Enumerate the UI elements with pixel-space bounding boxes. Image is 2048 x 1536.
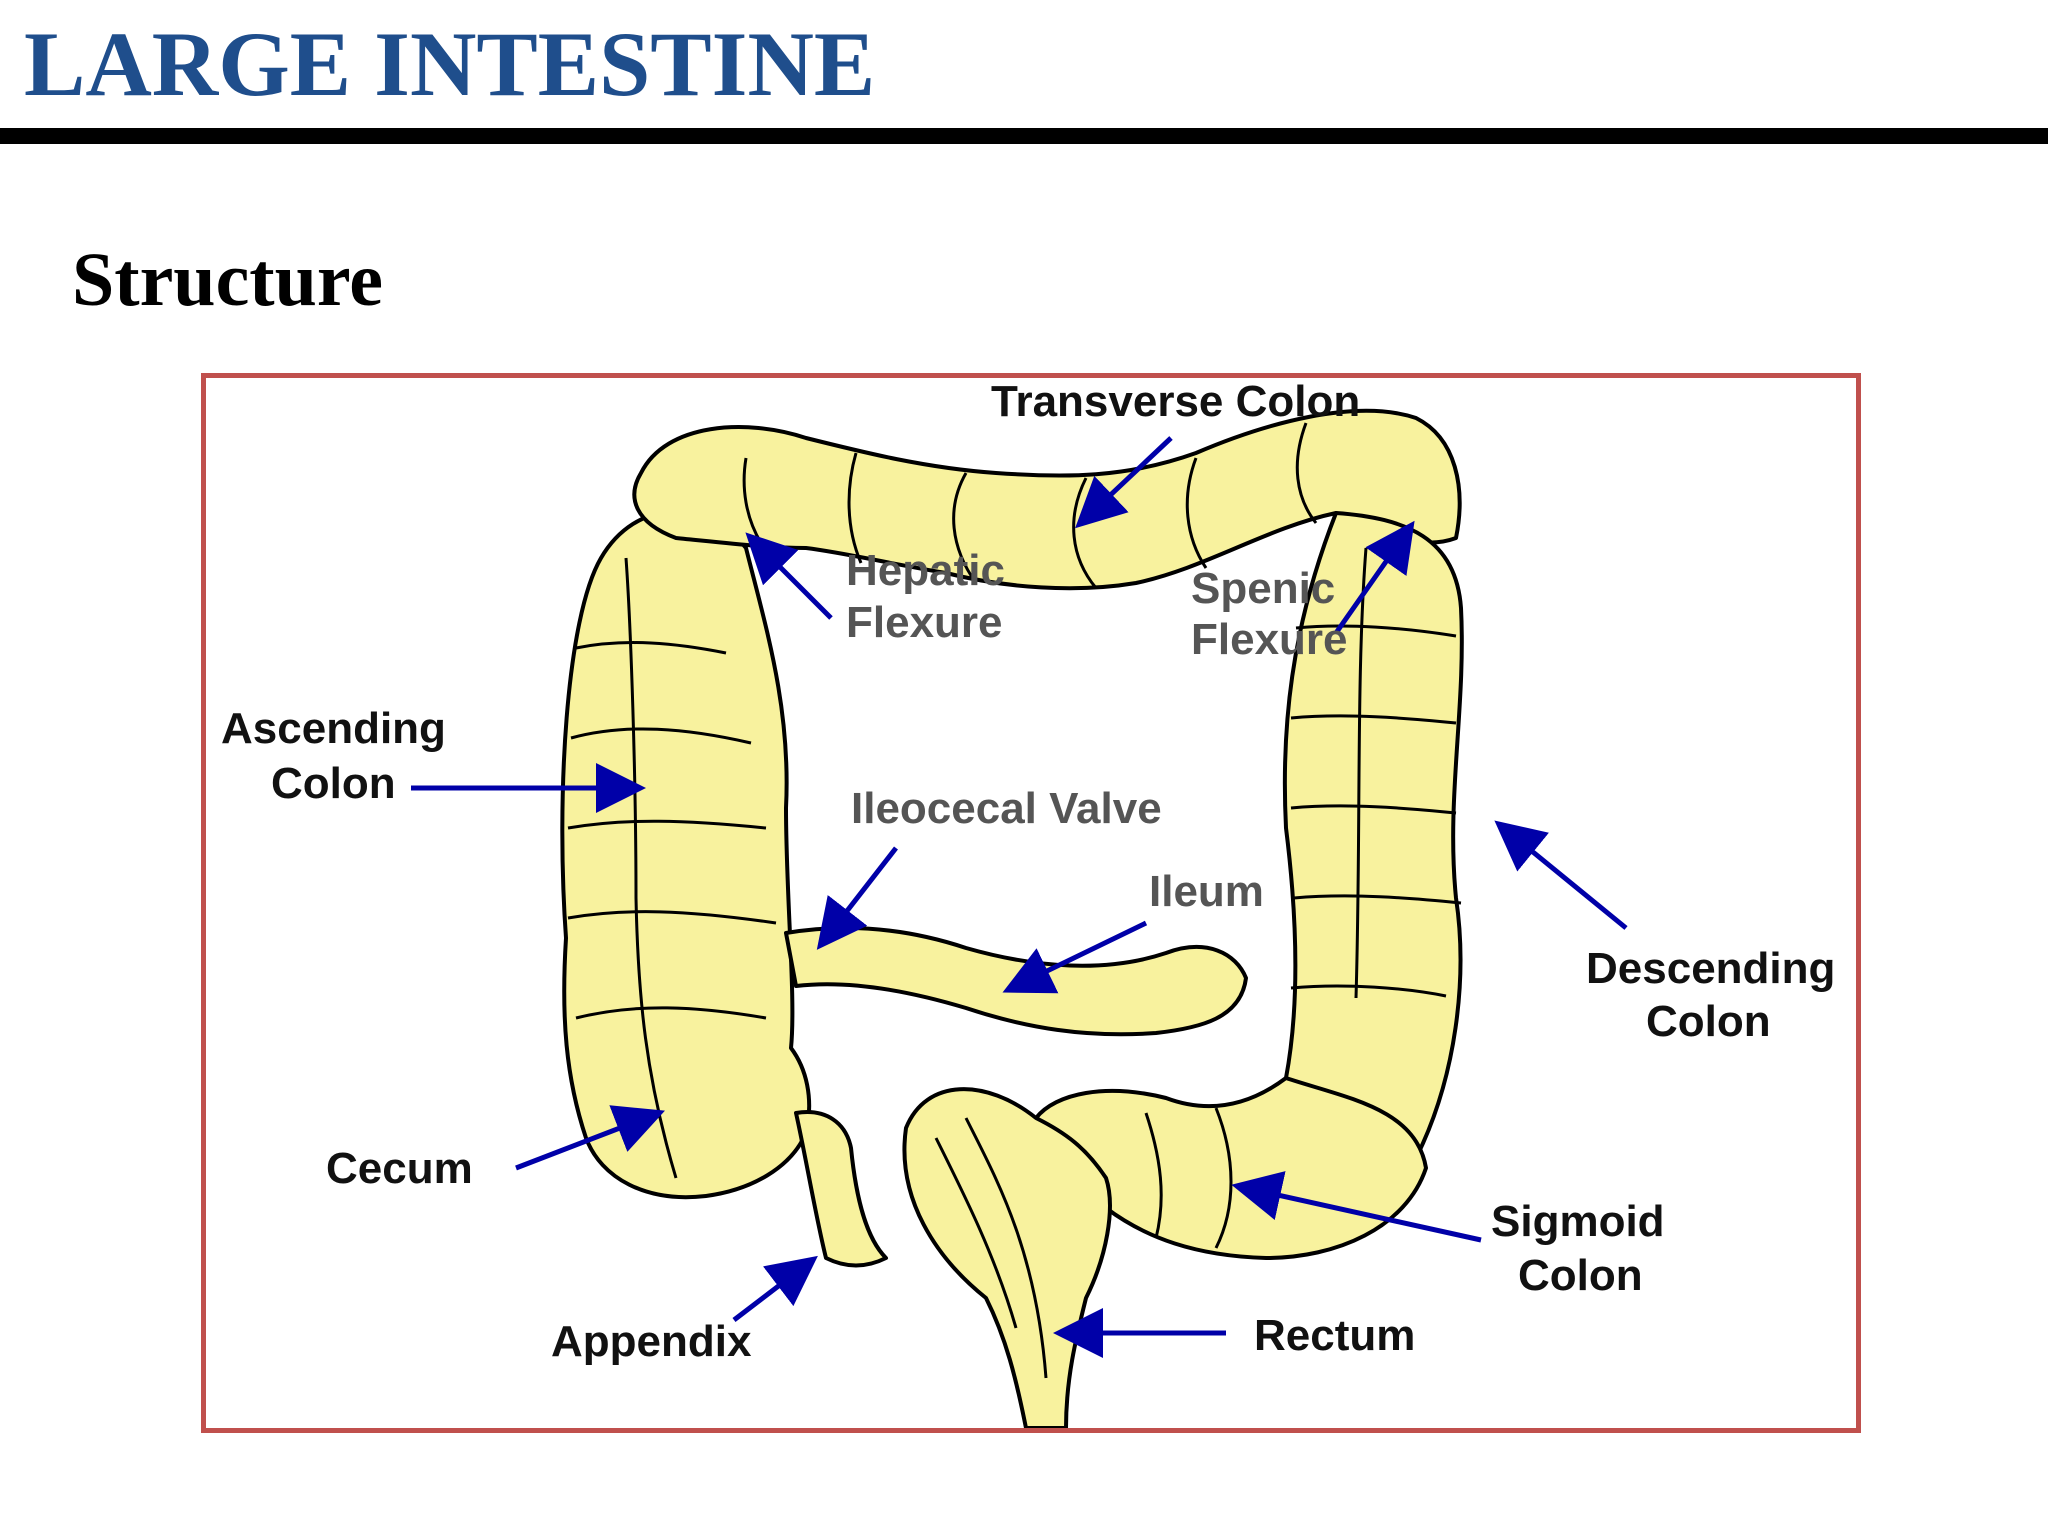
label-descending-colon-line1: Descending <box>1586 944 1835 993</box>
hepatic-flexure-arrow <box>745 532 833 620</box>
label-ascending-colon-line1: Ascending <box>221 704 446 753</box>
ascending-colon-shape <box>560 509 812 1200</box>
label-cecum: Cecum <box>326 1144 473 1193</box>
title-divider <box>0 128 2048 144</box>
label-ileocecal-valve: Ileocecal Valve <box>851 784 1162 833</box>
label-transverse-colon: Transverse Colon <box>991 378 1360 426</box>
slide-title: LARGE INTESTINE <box>24 13 876 115</box>
transverse-colon-shape <box>632 408 1462 591</box>
descending-colon-arrow <box>1494 820 1628 930</box>
transverse-colon-arrow <box>1075 436 1173 529</box>
cecum-arrow <box>515 1105 665 1171</box>
section-subtitle: Structure <box>72 238 383 322</box>
sigmoid-colon-arrow <box>1231 1171 1482 1243</box>
label-descending-colon-line2: Colon <box>1646 997 1771 1046</box>
diagram-frame: Transverse Colon Hepatic Flexure Spenic … <box>201 373 1861 1433</box>
label-ascending-colon-line2: Colon <box>271 759 396 808</box>
appendix-shape <box>794 1110 888 1268</box>
label-splenic-flexure-line2: Flexure <box>1191 615 1348 664</box>
label-hepatic-flexure-line1: Hepatic <box>846 546 1005 595</box>
label-sigmoid-colon-line2: Colon <box>1518 1251 1643 1300</box>
label-rectum: Rectum <box>1254 1311 1415 1360</box>
label-sigmoid-colon-line1: Sigmoid <box>1491 1197 1665 1246</box>
haustra-markings <box>567 422 1462 1379</box>
label-appendix: Appendix <box>551 1317 752 1366</box>
ileum-shape <box>784 926 1248 1037</box>
ileocecal-valve-arrow <box>816 846 898 950</box>
large-intestine-diagram: Transverse Colon Hepatic Flexure Spenic … <box>221 378 1835 1428</box>
appendix-arrow <box>732 1255 818 1322</box>
label-ileum: Ileum <box>1149 867 1264 916</box>
ileum-arrow <box>1002 920 1148 994</box>
pointer-arrows <box>411 436 1628 1358</box>
splenic-flexure-arrow <box>1333 520 1415 635</box>
label-hepatic-flexure-line2: Flexure <box>846 598 1003 647</box>
label-splenic-flexure-line1: Spenic <box>1191 564 1335 613</box>
